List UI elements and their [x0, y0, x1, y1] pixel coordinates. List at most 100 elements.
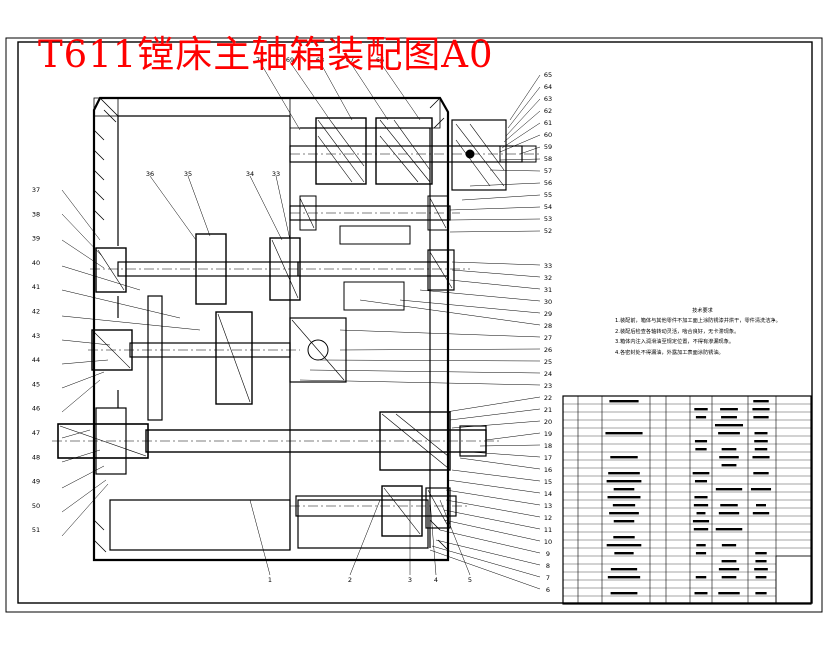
callout-label-50: 50	[32, 502, 40, 510]
callout-label-41: 41	[32, 283, 40, 291]
table-cell-mark	[755, 560, 767, 563]
gearbox-housing	[92, 96, 450, 562]
second-gear-shaft	[289, 195, 460, 245]
callout-label-44: 44	[32, 356, 40, 364]
callout-label-58: 58	[544, 155, 552, 163]
note-line-1: 1.装配前，箱体与其他零件不加工面上涂防锈漆并烘干，零件清洗洁净。	[615, 318, 781, 325]
callout-label-18: 18	[544, 442, 552, 450]
callout-label-20: 20	[544, 418, 552, 426]
table-cell-mark	[614, 552, 634, 555]
callout-label-40: 40	[32, 259, 40, 267]
table-cell-mark	[606, 544, 642, 547]
table-cell-mark	[756, 504, 766, 507]
callout-label-19: 19	[544, 430, 552, 438]
table-cell-mark	[753, 400, 769, 403]
callout-label-69: 69	[286, 56, 294, 64]
table-cell-mark	[719, 456, 739, 459]
callout-label-42: 42	[32, 308, 40, 316]
callout-labels: 3738394041424344454647484950516564636261…	[32, 56, 552, 594]
table-cell-mark	[750, 488, 772, 491]
drawing-frame	[5, 37, 823, 613]
callout-label-25: 25	[544, 358, 552, 366]
callout-label-36: 36	[146, 170, 154, 178]
table-cell-mark	[752, 512, 770, 515]
table-cell-mark	[610, 456, 638, 459]
third-gear-shaft	[90, 233, 470, 311]
callout-label-14: 14	[544, 490, 552, 498]
table-cell-mark	[720, 408, 738, 411]
table-cell-mark	[613, 536, 635, 539]
table-cell-mark	[718, 592, 740, 595]
table-cell-mark	[752, 408, 770, 411]
table-cell-mark	[607, 496, 641, 499]
callout-label-32: 32	[544, 274, 552, 282]
callout-label-62: 62	[544, 107, 552, 115]
table-cell-mark	[721, 560, 737, 563]
table-cell-mark	[754, 448, 768, 451]
table-cell-mark	[609, 400, 639, 403]
callout-label-55: 55	[544, 191, 552, 199]
callout-label-39: 39	[32, 235, 40, 243]
table-cell-mark	[693, 504, 709, 507]
table-cell-mark	[610, 568, 638, 571]
table-cell-mark	[612, 504, 636, 507]
table-cell-mark	[755, 552, 767, 555]
callout-label-43: 43	[32, 332, 40, 340]
callout-label-60: 60	[544, 131, 552, 139]
table-cell-mark	[754, 432, 768, 435]
table-cell-mark	[695, 552, 707, 555]
table-cell-mark	[755, 592, 767, 595]
table-cell-mark	[694, 496, 708, 499]
callout-label-3: 3	[408, 576, 412, 584]
callout-label-17: 17	[544, 454, 552, 462]
callout-label-35: 35	[184, 170, 192, 178]
table-cell-mark	[696, 544, 706, 547]
callout-label-56: 56	[544, 179, 552, 187]
callout-label-47: 47	[32, 429, 40, 437]
table-cell-mark	[718, 432, 740, 435]
callout-label-6: 6	[546, 586, 550, 594]
callout-label-2: 2	[348, 576, 352, 584]
callout-label-22: 22	[544, 394, 552, 402]
callout-label-37: 37	[32, 186, 40, 194]
table-cell-mark	[721, 448, 737, 451]
callout-label-61: 61	[544, 119, 552, 127]
upper-gear-shaft	[289, 117, 540, 191]
callout-label-64: 64	[544, 83, 552, 91]
callout-label-5: 5	[468, 576, 472, 584]
table-cell-mark	[752, 456, 770, 459]
table-cell-mark	[753, 416, 769, 419]
callout-label-31: 31	[544, 286, 552, 294]
table-cell-mark	[605, 432, 643, 435]
table-cell-mark	[694, 440, 708, 443]
parts-list-table	[562, 395, 812, 605]
callout-label-13: 13	[544, 502, 552, 510]
callout-label-8: 8	[546, 562, 550, 570]
callout-label-23: 23	[544, 382, 552, 390]
table-cell-mark	[694, 480, 708, 483]
table-cell-mark	[718, 568, 740, 571]
callout-label-15: 15	[544, 478, 552, 486]
callout-label-9: 9	[546, 550, 550, 558]
table-cell-mark	[692, 520, 710, 523]
callout-label-12: 12	[544, 514, 552, 522]
callout-label-33: 33	[544, 262, 552, 270]
table-cell-mark	[613, 520, 635, 523]
callout-label-57: 57	[544, 167, 552, 175]
callout-label-54: 54	[544, 203, 552, 211]
note-line-4: 4.各密封处不得漏油，外露加工表面涂防锈油。	[615, 349, 724, 356]
note-line-3: 3.箱体内注入润滑油至规定位置，不得有渗漏现象。	[615, 339, 735, 346]
leader-lines	[61, 61, 541, 590]
table-cell-mark	[692, 472, 710, 475]
table-cell-mark	[695, 416, 707, 419]
table-cell-mark	[607, 576, 641, 579]
callout-label-28: 28	[544, 322, 552, 330]
table-cell-mark	[715, 488, 743, 491]
callout-label-59: 59	[544, 143, 552, 151]
table-cell-mark	[720, 504, 738, 507]
callout-label-49: 49	[32, 478, 40, 486]
callout-label-33: 33	[272, 170, 280, 178]
table-cell-mark	[753, 472, 769, 475]
table-cell-mark	[695, 448, 707, 451]
